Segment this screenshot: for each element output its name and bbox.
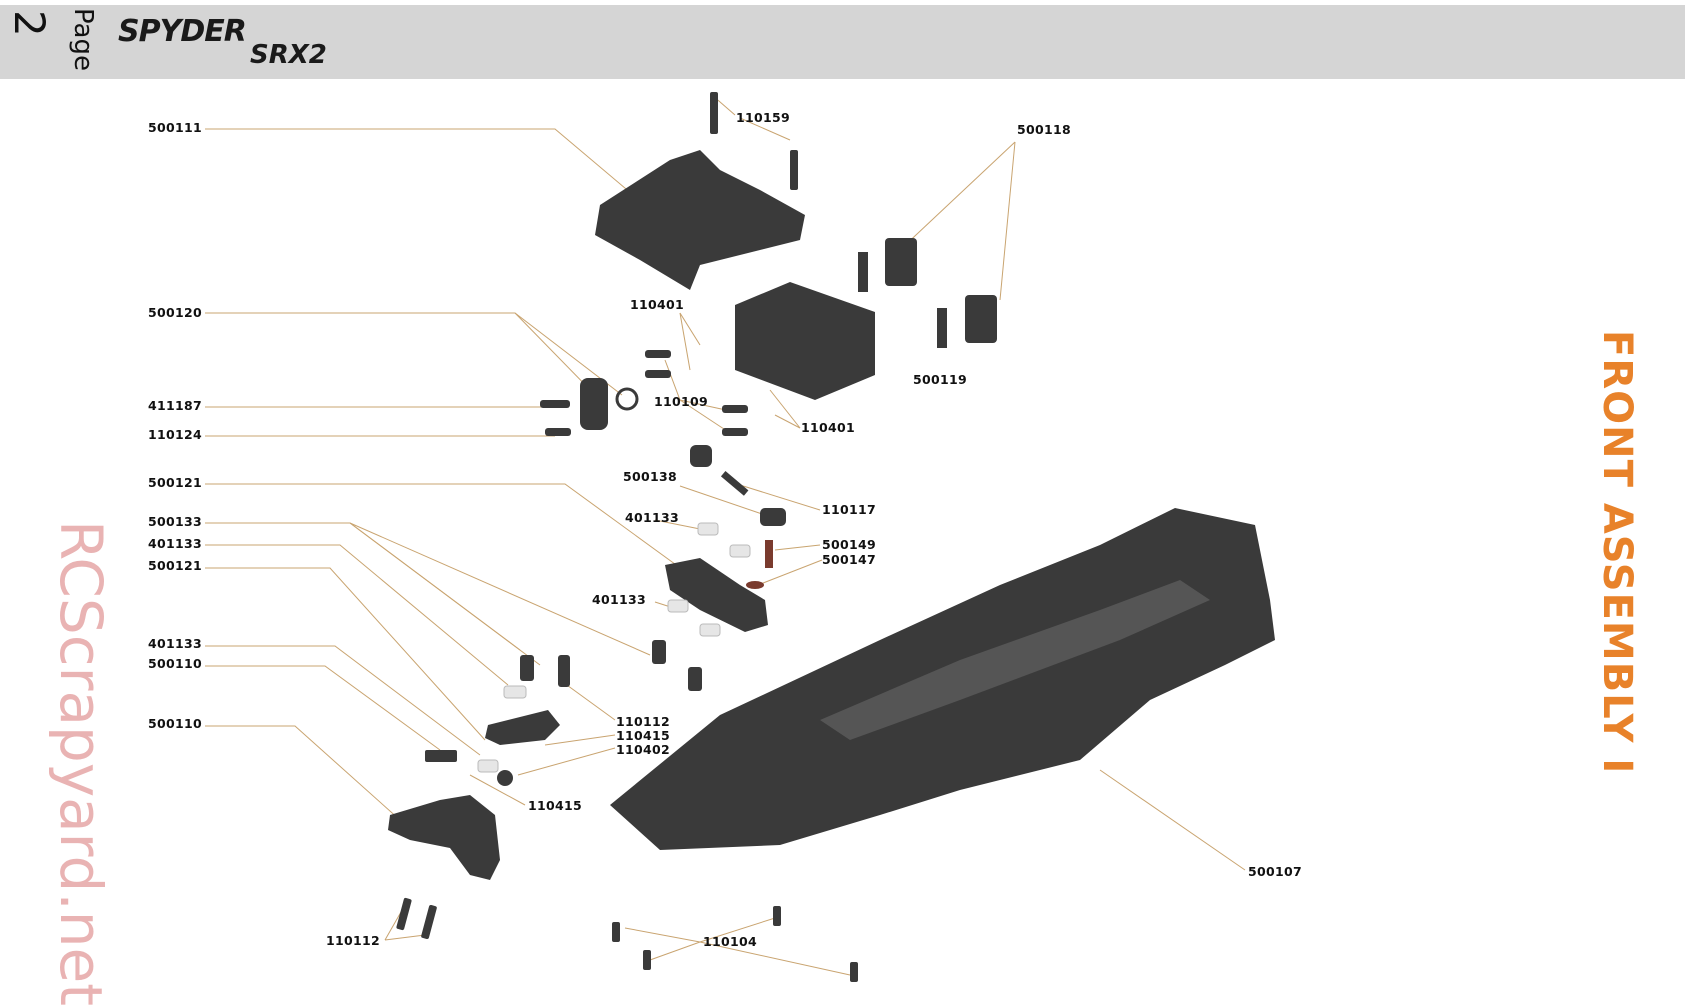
- label-110104: 110104: [703, 934, 757, 949]
- label-401133-a: 401133: [148, 536, 202, 551]
- label-500110-b: 500110: [148, 716, 202, 731]
- logo-sub: SRX2: [250, 40, 327, 70]
- label-110159: 110159: [736, 110, 790, 125]
- label-110117: 110117: [822, 502, 876, 517]
- label-500121-top: 500121: [148, 475, 202, 490]
- label-500110-a: 500110: [148, 656, 202, 671]
- label-500147: 500147: [822, 552, 876, 567]
- label-500121-mid: 500121: [148, 558, 202, 573]
- label-401133-d: 401133: [148, 636, 202, 651]
- label-500119: 500119: [913, 372, 967, 387]
- label-401133-b: 401133: [625, 510, 679, 525]
- label-110112-bottom: 110112: [326, 933, 380, 948]
- label-110402: 110402: [616, 742, 670, 757]
- leader-lines: [205, 94, 1246, 976]
- header-bar: [0, 5, 1685, 79]
- label-110415-low: 110415: [528, 798, 582, 813]
- label-110415-mid: 110415: [616, 728, 670, 743]
- chassis-detail: [820, 580, 1210, 740]
- label-500138: 500138: [623, 469, 677, 484]
- label-110401-right: 110401: [801, 420, 855, 435]
- label-500118: 500118: [1017, 122, 1071, 137]
- label-110401-top: 110401: [630, 297, 684, 312]
- label-110124: 110124: [148, 427, 202, 442]
- label-411187: 411187: [148, 398, 202, 413]
- label-500120: 500120: [148, 305, 202, 320]
- label-110109: 110109: [654, 394, 708, 409]
- label-401133-c: 401133: [592, 592, 646, 607]
- label-500111: 500111: [148, 120, 202, 135]
- logo-main: SPYDER: [118, 14, 247, 49]
- label-500133: 500133: [148, 514, 202, 529]
- label-500107: 500107: [1248, 864, 1302, 879]
- label-500149: 500149: [822, 537, 876, 552]
- label-110112-mid: 110112: [616, 714, 670, 729]
